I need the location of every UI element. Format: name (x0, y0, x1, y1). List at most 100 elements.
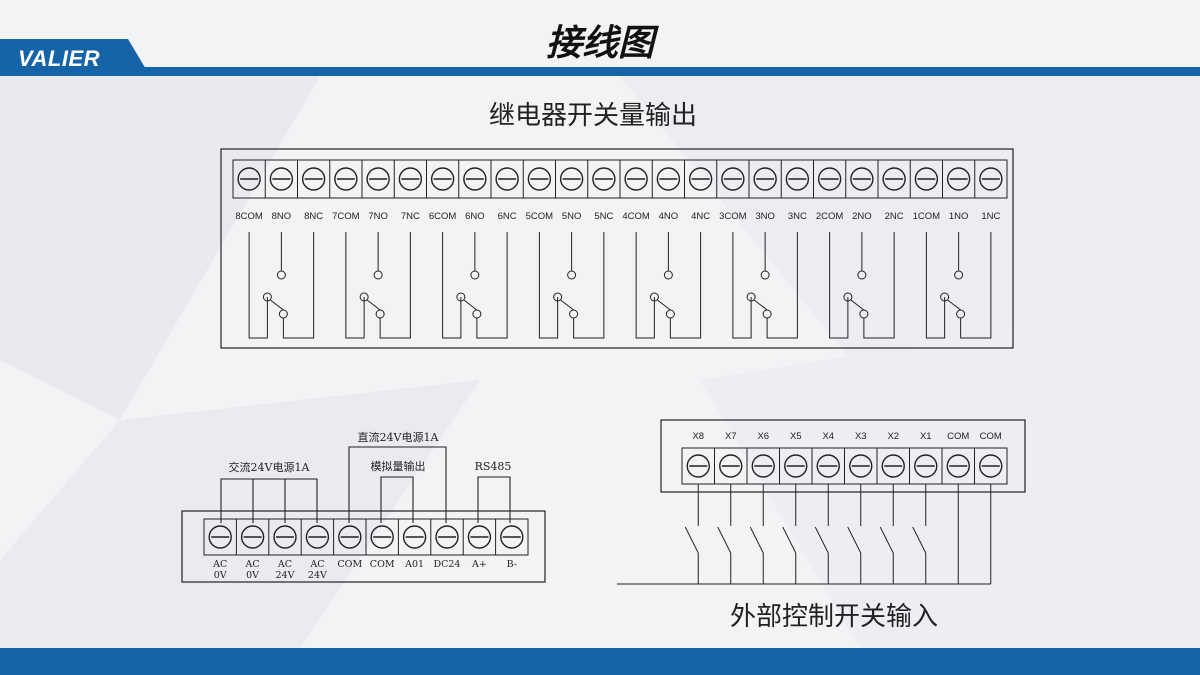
relay-terminal-screw (979, 167, 1003, 191)
input-terminal-label: X5 (790, 431, 802, 442)
rs485-label: RS485 (475, 460, 512, 473)
relay-terminal-label: 8NC (304, 211, 323, 222)
relay-terminal-label: 7COM (332, 211, 360, 222)
input-terminal-label: X2 (887, 431, 899, 442)
input-terminal-screw (849, 454, 873, 478)
power-terminal-label: 24V (276, 570, 295, 581)
power-terminal-screw (402, 525, 427, 549)
relay-terminal-screw (592, 167, 616, 191)
power-terminal-label: COM (370, 559, 395, 570)
input-terminal-label: COM (980, 431, 1002, 442)
relay-terminal-label: 2COM (816, 211, 844, 222)
input-terminal-label: X3 (855, 431, 867, 442)
input-board (660, 419, 1026, 493)
relay-terminal-label: 1NO (949, 211, 969, 222)
power-terminal-label: DC24 (434, 559, 461, 570)
power-terminals (208, 519, 524, 555)
power-terminal-label: A+ (471, 559, 487, 570)
relay-terminal-label: 3NO (755, 211, 775, 222)
input-switch (814, 484, 829, 584)
relay-terminal-screw (882, 167, 906, 191)
relay-terminal-screw (269, 167, 294, 191)
relay-terminal-label: 8NO (272, 211, 292, 222)
input-switch (847, 484, 862, 584)
power-terminal-screw (500, 525, 524, 549)
relay-terminal-screw (237, 167, 261, 191)
page-title: 接线图 (545, 23, 654, 64)
input-caption: 外部控制开关输入 (730, 602, 938, 632)
relay-contact (345, 232, 411, 339)
input-switch (749, 484, 764, 584)
input-switch (879, 484, 894, 584)
input-terminal-label: COM (947, 431, 969, 442)
input-switch (717, 484, 732, 584)
input-terminal-screw (946, 454, 970, 478)
relay-terminals (237, 160, 1003, 198)
relay-terminal-screw (914, 167, 939, 191)
input-terminal-screw (719, 454, 743, 478)
input-terminal-screw (914, 454, 938, 478)
input-terminals (686, 448, 1003, 484)
input-switch (782, 484, 797, 584)
power-terminal-screw (240, 525, 265, 549)
analog-output-label: 模拟量输出 (371, 459, 426, 473)
relay-terminal-label: 4NO (659, 211, 679, 222)
relay-contact (925, 232, 992, 339)
relay-terminal-label: 6NO (465, 211, 485, 222)
power-wiring (220, 446, 511, 523)
relay-terminal-screw (753, 167, 777, 191)
relay-terminal-screw (850, 167, 874, 191)
power-terminal-screw (208, 525, 232, 549)
relay-terminal-label: 1NC (981, 211, 1000, 222)
footer-bar (0, 648, 1200, 675)
power-terminal-label: 0V (246, 570, 259, 581)
input-terminal-screw (751, 454, 775, 478)
brand-tab (0, 39, 150, 76)
relay-terminal-screw (398, 167, 423, 191)
relay-terminal-label: 7NC (401, 211, 420, 222)
power-terminal-label: AC (245, 559, 260, 570)
input-terminal-label: X6 (757, 431, 769, 442)
power-terminal-screw (305, 525, 330, 549)
input-terminal-label: X1 (920, 431, 932, 442)
relay-terminal-screw (656, 167, 681, 191)
power-terminal-label: COM (337, 559, 362, 570)
power-terminal-label: AC (277, 559, 292, 570)
input-terminal-screw (784, 454, 808, 478)
relay-terminal-screw (688, 167, 713, 191)
input-switch (684, 484, 699, 584)
relay-contact (635, 232, 702, 339)
power-terminal-label: AC (212, 559, 227, 570)
relay-terminal-label: 1COM (913, 211, 941, 222)
relay-terminal-label: 7NO (368, 211, 388, 222)
relay-terminal-label: 2NO (852, 211, 872, 222)
relay-caption: 继电器开关量输出 (489, 101, 697, 131)
power-terminal-screw (338, 525, 362, 549)
relay-terminal-label: 5COM (526, 211, 554, 222)
relay-terminal-label: 8COM (235, 211, 263, 222)
relay-terminal-screw (527, 167, 552, 191)
power-terminal-label: 0V (214, 570, 227, 581)
relay-terminal-screw (334, 167, 358, 191)
relay-terminal-screw (301, 167, 326, 191)
relay-terminal-screw (366, 167, 390, 191)
relay-terminal-screw (721, 167, 745, 191)
relay-terminal-screw (785, 167, 810, 191)
relay-terminal-screw (463, 167, 487, 191)
input-terminal-screw (816, 454, 840, 478)
relay-terminal-label: 4NC (691, 211, 710, 222)
relay-terminal-screw (817, 167, 842, 191)
relay-contact (442, 232, 508, 339)
relay-terminal-screw (495, 167, 519, 191)
relay-terminal-label: 3NC (788, 211, 807, 222)
header-bar (0, 67, 1200, 76)
relay-terminal-label: 2NC (885, 211, 904, 222)
relay-contact (829, 232, 895, 339)
power-terminal-label: B- (507, 559, 517, 570)
power-terminal-label: 24V (308, 570, 327, 581)
input-terminal-screw (979, 454, 1003, 478)
input-terminal-label: X8 (692, 431, 704, 442)
